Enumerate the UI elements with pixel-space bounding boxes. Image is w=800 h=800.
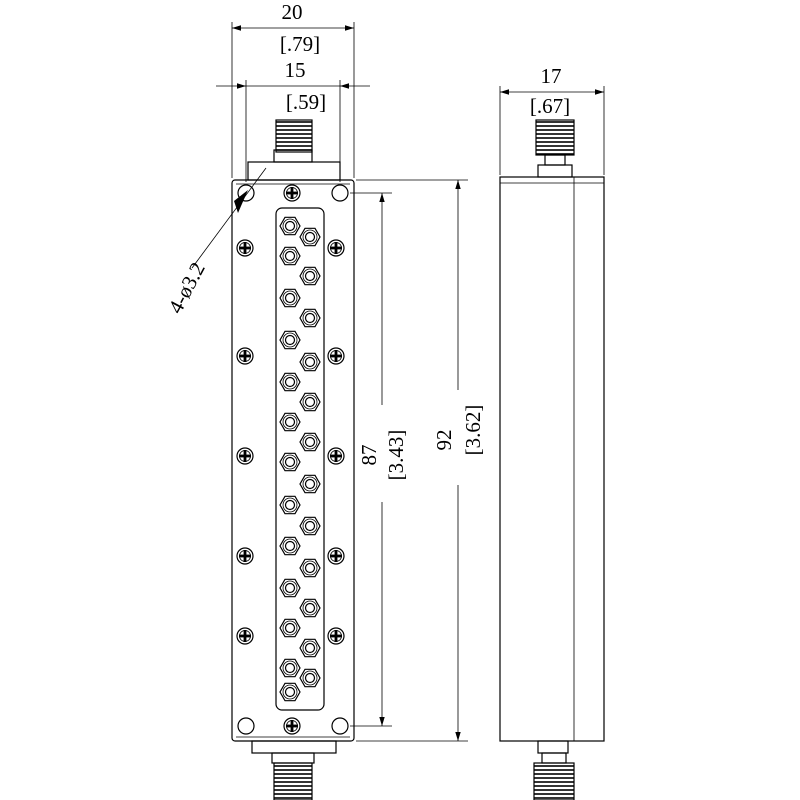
tuning-screw-icon (299, 308, 321, 328)
tuning-screw-icon (279, 372, 301, 392)
tuning-screw-icon (299, 352, 321, 372)
phillips-screw-icon (236, 239, 254, 257)
phillips-screw-icon (236, 547, 254, 565)
tuning-screw-icon (299, 516, 321, 536)
dim-hole-spacing-87-value: 87 (357, 445, 381, 466)
side-bottom-connector (533, 740, 575, 800)
mounting-hole (237, 717, 255, 735)
mounting-hole (237, 184, 255, 202)
tuning-screw-icon (299, 266, 321, 286)
tuning-screw-icon (299, 638, 321, 658)
phillips-screw-icon (283, 184, 301, 202)
tuning-screw-icon (299, 558, 321, 578)
phillips-screw-icon (283, 717, 301, 735)
dim-depth-17-inch: [.67] (530, 94, 570, 118)
tuning-screw-icon (279, 216, 301, 236)
phillips-screw-icon (327, 239, 345, 257)
dim-hole-spacing-87-inch: [3.43] (384, 430, 408, 481)
tuning-screw-icon (279, 495, 301, 515)
phillips-screw-icon (327, 447, 345, 465)
dim-width-20-inch: [.79] (280, 32, 320, 56)
phillips-screw-icon (327, 347, 345, 365)
bottom-connector (251, 740, 337, 800)
dim-length-92-value: 92 (432, 430, 456, 451)
side-top-connector (535, 119, 575, 178)
dim-depth-17-value: 17 (541, 64, 562, 88)
tuning-screws (279, 216, 321, 702)
side-view (499, 119, 605, 800)
dim-length-92: 92 [3.62] (356, 179, 485, 742)
tuning-screw-icon (279, 246, 301, 266)
dim-width-15-inch: [.59] (286, 90, 326, 114)
tuning-screw-icon (279, 578, 301, 598)
phillips-screw-icon (236, 347, 254, 365)
tuning-screw-icon (279, 658, 301, 678)
dim-width-15-value: 15 (285, 58, 306, 82)
mounting-hole-callout-label: 4-ø3.2 (163, 258, 210, 317)
tuning-screw-icon (279, 330, 301, 350)
front-view (231, 119, 355, 800)
phillips-screw-icon (236, 447, 254, 465)
tuning-screw-icon (279, 618, 301, 638)
tuning-screw-icon (299, 227, 321, 247)
side-screws (236, 184, 345, 735)
dim-hole-spacing-87: 87 [3.43] (350, 192, 408, 727)
tuning-screw-icon (279, 412, 301, 432)
phillips-screw-icon (236, 627, 254, 645)
dim-length-92-inch: [3.62] (461, 405, 485, 456)
top-connector (247, 119, 341, 181)
tuning-slot (275, 207, 325, 711)
tuning-screw-icon (279, 536, 301, 556)
mounting-hole (331, 184, 349, 202)
mounting-holes (237, 184, 349, 735)
phillips-screw-icon (327, 547, 345, 565)
dim-width-20: 20 [.79] (231, 0, 355, 178)
mounting-hole (331, 717, 349, 735)
tuning-screw-icon (279, 288, 301, 308)
dim-width-15: 15 [.59] (216, 58, 370, 182)
phillips-screw-icon (327, 627, 345, 645)
side-body (499, 176, 605, 742)
tuning-screw-icon (279, 452, 301, 472)
tuning-screw-icon (299, 474, 321, 494)
tuning-screw-icon (279, 682, 301, 702)
tuning-screw-icon (299, 598, 321, 618)
tuning-screw-icon (299, 668, 321, 688)
tuning-screw-icon (299, 392, 321, 412)
dim-depth-17: 17 [.67] (499, 64, 605, 175)
tuning-screw-icon (299, 432, 321, 452)
dim-width-20-value: 20 (282, 0, 303, 24)
